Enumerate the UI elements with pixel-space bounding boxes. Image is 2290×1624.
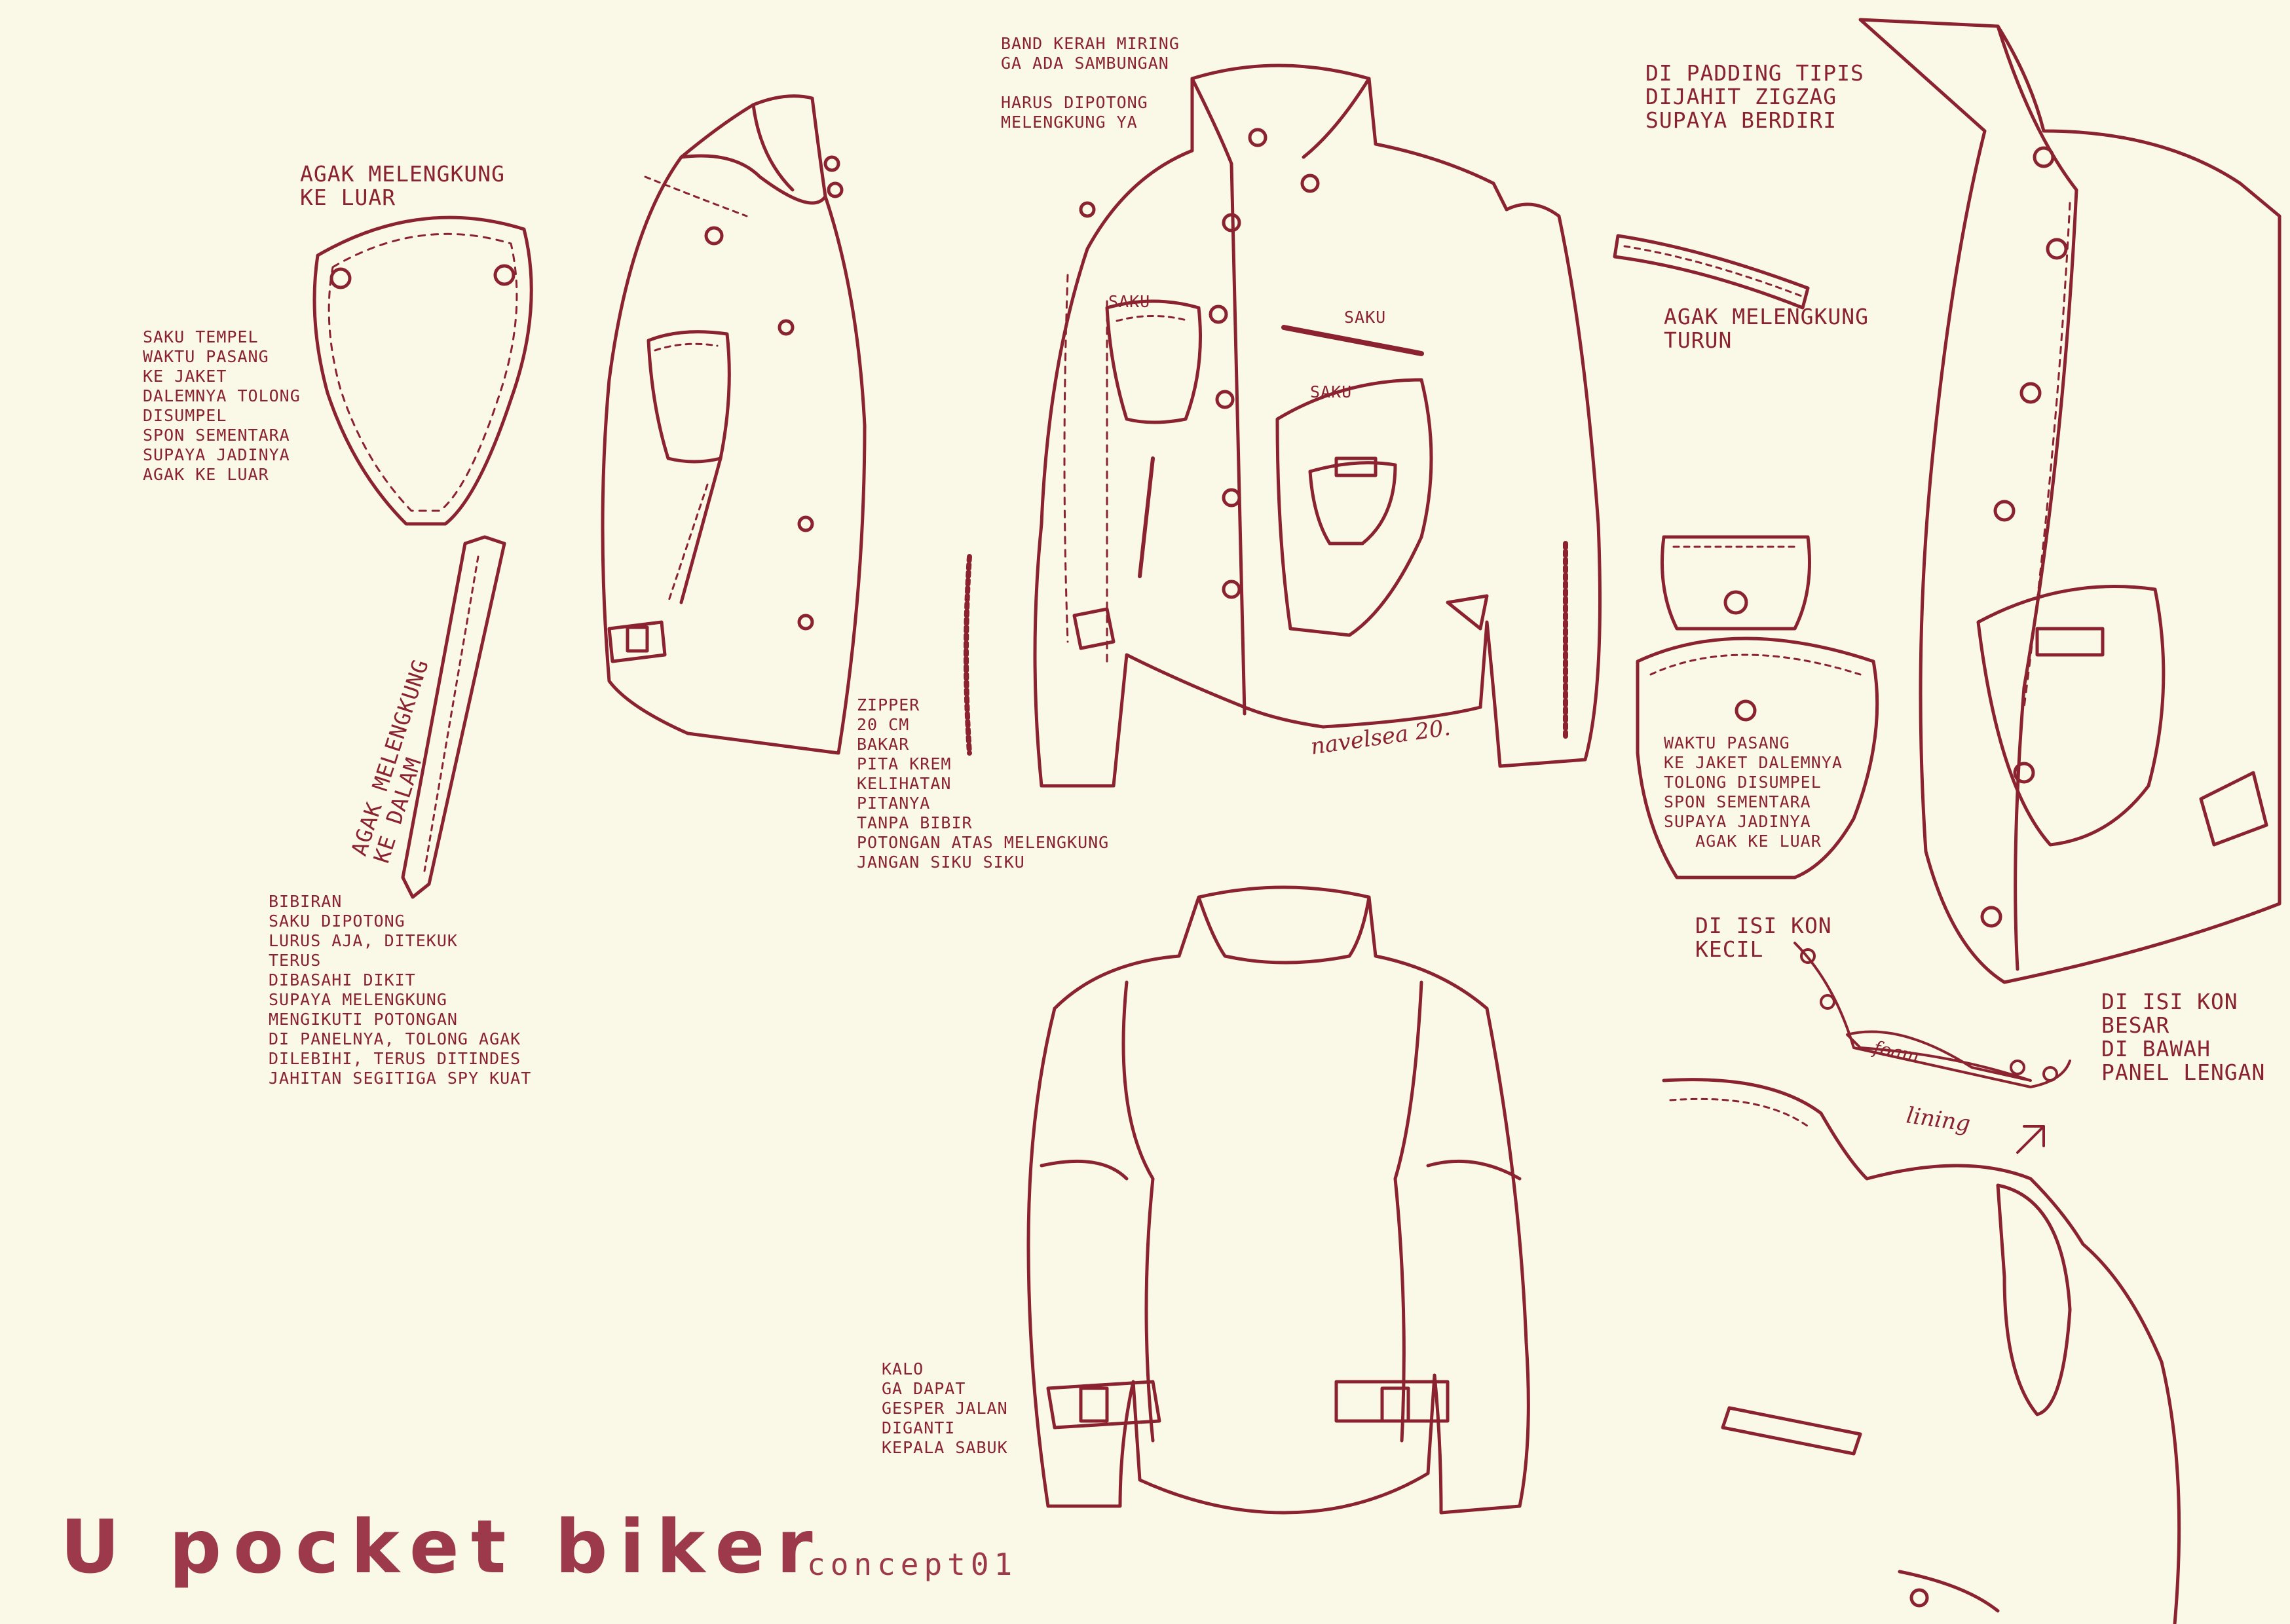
- note-zipper: ZIPPER 20 CM BAKAR PITA KREM KELIHATAN P…: [857, 695, 1110, 872]
- page-subtitle: concept01: [807, 1547, 1018, 1582]
- note-big-foam: DI ISI KON BESAR DI BAWAH PANEL LENGAN: [2101, 989, 2266, 1085]
- note-patch-pocket: SAKU TEMPEL WAKTU PASANG KE JAKET DALEMN…: [143, 327, 301, 484]
- shoulder-detail-sketch: [1662, 1078, 2181, 1624]
- side-view-jacket-sketch: [601, 94, 867, 755]
- note-saku-left: SAKU: [1108, 292, 1151, 311]
- note-saku-top: SAKU: [1344, 308, 1387, 327]
- note-small-foam: DI ISI KON KECIL: [1695, 913, 1832, 962]
- note-welt: BIBIRAN SAKU DIPOTONG LURUS AJA, DITEKUK…: [269, 892, 532, 1088]
- note-collar-band: BAND KERAH MIRING GA ADA SAMBUNGAN: [1001, 34, 1180, 73]
- note-flap-pocket: WAKTU PASANG KE JAKET DALEMNYA TOLONG DI…: [1664, 733, 1843, 851]
- back-view-jacket-sketch: [1026, 885, 1530, 1515]
- front-view-jacket-sketch: [964, 64, 1602, 788]
- welt-strip-right-sketch: [1613, 234, 1810, 310]
- note-padding: DI PADDING TIPIS DIJAHIT ZIGZAG SUPAYA B…: [1645, 60, 1864, 133]
- note-curve-down: AGAK MELENGKUNG TURUN: [1664, 304, 1869, 353]
- note-buckle: KALO GA DAPAT GESPER JALAN DIGANTI KEPAL…: [882, 1359, 1008, 1457]
- page-title: U pocket biker: [60, 1505, 825, 1590]
- detail-closeup-sketch: [1858, 18, 2281, 984]
- note-saku-right: SAKU: [1310, 382, 1353, 401]
- note-cut-curve: HARUS DIPOTONG MELENGKUNG YA: [1001, 93, 1148, 132]
- patch-pocket-sketch: [312, 215, 533, 526]
- welt-strip-sketch: [401, 535, 506, 899]
- flap-pocket-sketch: [1636, 535, 1879, 879]
- note-pocket-curve-out: AGAK MELENGKUNG KE LUAR: [300, 161, 506, 210]
- foam-detail-sketch: [1793, 942, 2071, 1154]
